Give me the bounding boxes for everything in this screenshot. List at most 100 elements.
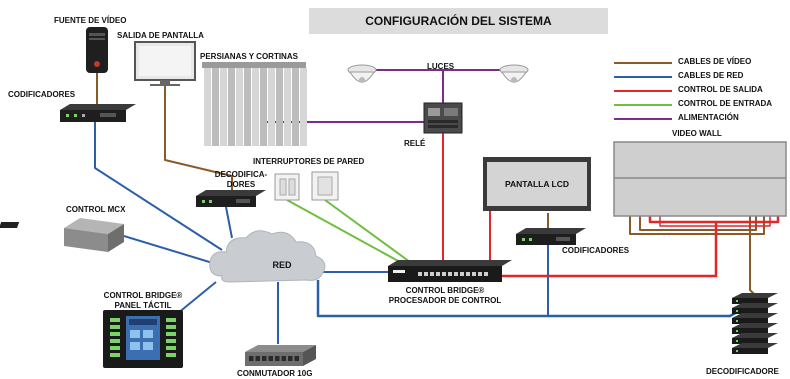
legend-label: CONTROL DE ENTRADA [678,99,773,108]
processor-port [442,272,446,276]
decoders-label: DECODIFICA- DORES [214,170,268,189]
encoders-left-label: CODIFICADORES [8,90,76,99]
decoder-unit-top [732,343,778,348]
legend-item: CABLES DE VÍDEO [614,56,784,68]
legend-swatch [614,62,672,64]
panel-button [110,339,120,343]
switch-port [262,356,267,361]
touch-panel-label: CONTROL BRIDGE® PANEL TÁCTIL [103,291,183,310]
switch-port [281,356,286,361]
lcd-screen-label: PANTALLA LCD [504,179,570,189]
decoder-stack-icon [732,293,778,354]
processor-port [460,272,464,276]
decoder-unit-top [732,313,778,318]
blind-slat [252,68,259,146]
processor-port [418,272,422,276]
decoder-unit-top [732,323,778,328]
encoder-icon [516,228,586,245]
decoder-unit [732,318,768,324]
output-control-cable [659,216,771,227]
decoder-unit [732,338,768,344]
output-control-cable [716,216,780,224]
processor-port [430,272,434,276]
network-cable [94,122,223,251]
panel-button [110,353,120,357]
panel-button [110,332,120,336]
processor-port [472,272,476,276]
blind-slat [244,68,251,146]
video-cable [629,216,765,235]
legend-item: CABLES DE RED [614,70,784,82]
blinds-icon [202,62,307,146]
legend-item: CONTROL DE ENTRADA [614,98,784,110]
decoder-unit [732,298,768,304]
video-source-label: FUENTE DE VÍDEO [54,16,127,25]
lights-label: LUCES [427,62,455,71]
decoder-led [736,300,738,302]
video-wall-label: VIDEO WALL [672,129,722,138]
lcd-screen-icon [483,157,591,211]
processor-port [478,272,482,276]
blind-slat [268,68,275,146]
diagram-title: CONFIGURACIÓN DEL SISTEMA [309,8,608,34]
panel-button [166,353,176,357]
switch-port [249,356,254,361]
input-control-cable [286,199,401,263]
blind-slat [220,68,227,146]
panel-button [110,318,120,322]
processor-port [454,272,458,276]
processor-port [424,272,428,276]
legend-swatch [614,118,672,120]
blind-slat [212,68,219,146]
legend-item: CONTROL DE SALIDA [614,84,784,96]
network-switch-icon [245,345,316,366]
switch-port [268,356,273,361]
blinds-rail [202,62,306,68]
decoder-led [736,340,738,342]
legend-swatch [614,76,672,78]
legend-label: CONTROL DE SALIDA [678,85,763,94]
blind-slat [284,68,291,146]
processor-port [484,272,488,276]
touch-panel-icon [103,310,183,368]
relay-icon [423,102,463,134]
legend-label: ALIMENTACIÓN [678,113,739,122]
decoder-unit [732,348,768,354]
processor-label: CONTROL BRIDGE® PROCESADOR DE CONTROL [388,286,502,305]
switch-port [288,356,293,361]
display-icon [134,41,196,86]
panel-button [166,339,176,343]
network-cable [225,206,233,239]
switch-10g-label: CONMUTADOR 10G [237,369,313,378]
mcx-control-label: CONTROL MCX [66,205,126,214]
network-cable [123,235,217,265]
blind-slat [260,68,267,146]
decoder-led [736,350,738,352]
switch-port [275,356,280,361]
wall-switch-icon [274,173,300,201]
switch-port [255,356,260,361]
network-label: RED [272,260,292,270]
decoder-led [736,320,738,322]
wall-switches-label: INTERRUPTORES DE PARED [253,157,365,166]
network-cloud-icon [209,230,326,283]
decoder-icon [196,190,266,207]
decoder-unit [732,328,768,334]
panel-button [166,346,176,350]
blind-slat [300,68,307,146]
panel-button [110,325,120,329]
processor-port [436,272,440,276]
decoder-led [736,330,738,332]
processor-port [466,272,470,276]
switch-port [294,356,299,361]
dome-light-icon [499,64,529,83]
input-control-cable [324,199,411,263]
video-wall-icon [613,141,787,217]
blind-slat [236,68,243,146]
blinds-label: PERSIANAS Y CORTINAS [200,52,298,61]
dome-light-icon [347,64,377,83]
encoders-right-label: CODIFICADORES [562,246,630,255]
encoder-icon [60,104,136,122]
video-cable [164,86,233,190]
decoder-unit-top [732,293,778,298]
